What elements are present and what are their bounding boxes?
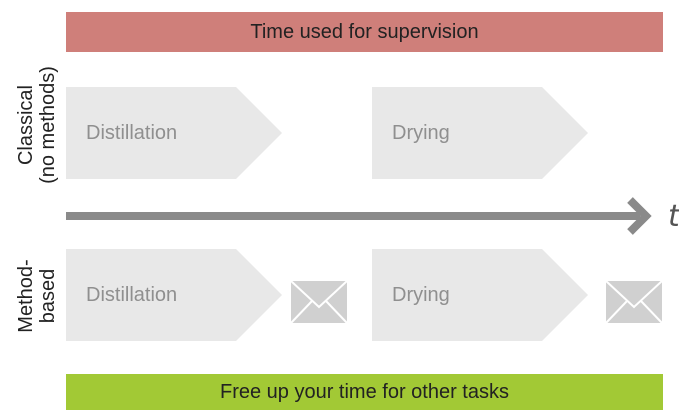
method-drying-label: Drying [392,283,450,306]
classical-distillation-step: Distillation [66,87,282,179]
method-row-label: Method- based [15,236,61,356]
time-axis [66,197,652,235]
time-axis-label: t [668,199,679,234]
method-row-label-line2: based [37,268,59,324]
free-time-banner: Free up your time for other tasks [66,374,663,410]
classical-row-label-line2: (no methods) [37,66,59,184]
method-row-label-line1: Method- [15,259,37,333]
classical-distillation-label: Distillation [86,121,178,144]
classical-drying-label: Drying [392,121,450,144]
arrow-right-icon [627,197,652,235]
free-time-banner-label: Free up your time for other tasks [219,380,509,403]
method-distillation-label: Distillation [86,283,178,306]
envelope-icon [605,280,663,324]
classical-row-label: Classical (no methods) [15,55,61,195]
classical-drying-step: Drying [372,87,588,179]
classical-drying-chevron [372,87,588,179]
method-distillation-step: Distillation [66,249,282,341]
supervision-banner: Time used for supervision [66,12,663,52]
classical-row-label-line1: Classical [15,84,37,166]
envelope-icon [290,280,348,324]
method-drying-step: Drying [372,249,588,341]
method-distillation-chevron [66,249,282,341]
classical-distillation-chevron [66,87,282,179]
method-drying-chevron [372,249,588,341]
supervision-banner-label: Time used for supervision [250,20,479,43]
